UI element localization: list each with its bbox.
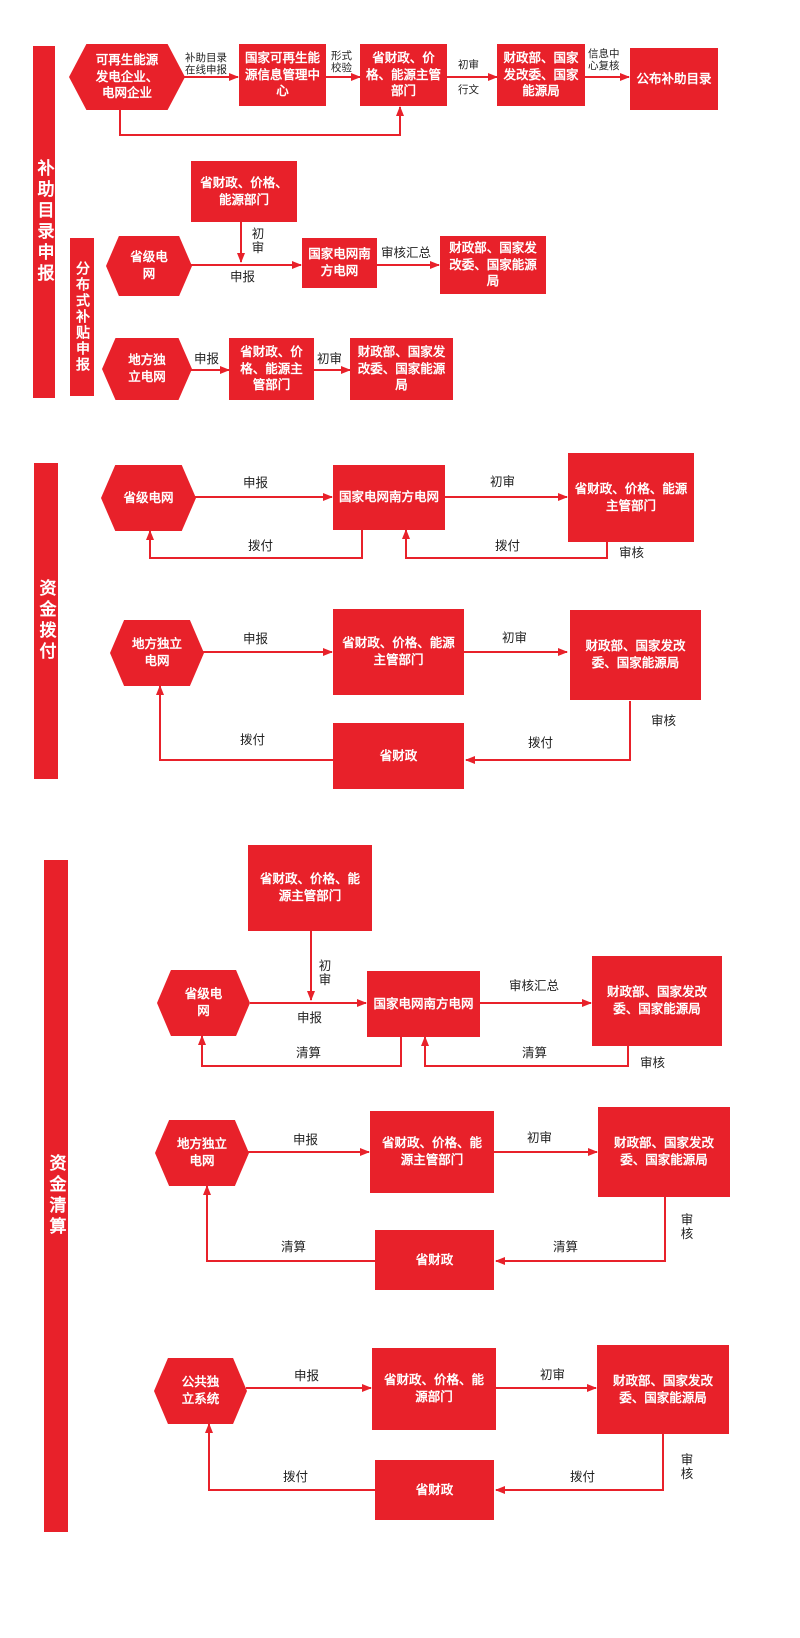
label-settle3-allocate-2: 拨付	[570, 1469, 596, 1484]
label-settle-settle-1: 清算	[296, 1045, 322, 1060]
node-settle-public-system: 公共独立系统	[154, 1358, 247, 1424]
label-prelim: 初审	[458, 59, 479, 71]
arrow-alloc-finance-to-local	[156, 685, 333, 761]
arrow-settle3-finance-to-system	[205, 1423, 375, 1491]
label-dist-local-declare: 申报	[194, 351, 220, 366]
label-dist-local-prelim: 初审	[317, 351, 343, 366]
section-title-funds-settlement: 资金清算	[45, 1154, 66, 1238]
section-bar-funds-settlement: 资金清算	[44, 860, 68, 1532]
label-settle3-review: 审核	[680, 1452, 694, 1482]
arrow-settle-back-to-prov	[198, 1035, 402, 1067]
label-settle-prelim: 初审	[318, 958, 332, 988]
label-settle2-settle-2: 清算	[553, 1239, 579, 1254]
arrow-alloc-back-to-prov	[146, 530, 363, 559]
node-dist-local-grid: 地方独立电网	[102, 338, 192, 400]
node-prov-dept-a: 省财政、价格、能源主管部门	[360, 44, 447, 106]
label-settle-declare: 申报	[297, 1010, 323, 1025]
arrow-settle-back-to-state	[421, 1036, 629, 1067]
label-settle3-allocate-1: 拨付	[283, 1469, 309, 1484]
arrow-enterprise-to-prov-dept	[119, 106, 404, 136]
label-settle3-prelim: 初审	[540, 1367, 566, 1382]
label-settle3-declare: 申报	[294, 1368, 320, 1383]
node-alloc-prov-dept: 省财政、价格、能源主管部门	[568, 453, 694, 542]
section-title-subsidy-catalog: 补助目录申报	[33, 159, 54, 285]
label-settle-review: 审核	[640, 1055, 666, 1070]
label-alloc-review: 审核	[619, 545, 645, 560]
label-form-check: 形式校验	[331, 50, 352, 75]
node-ministries-a: 财政部、国家发改委、国家能源局	[497, 44, 585, 106]
section-bar-distributed: 分布式补贴申报	[70, 238, 94, 396]
node-info-center: 国家可再生能源信息管理中心	[239, 44, 326, 106]
node-dist-local-prov-dept: 省财政、价格、能源主管部门	[229, 338, 314, 400]
label-settle-review-summary: 审核汇总	[509, 978, 560, 993]
label-online-declare: 补助目录在线申报	[185, 52, 227, 77]
node-settle-public-prov-dept: 省财政、价格、能源部门	[372, 1348, 496, 1430]
node-alloc-local-grid: 地方独立电网	[110, 620, 204, 686]
label-alloc-allocate-2: 拨付	[495, 538, 521, 553]
node-alloc-ministries: 财政部、国家发改委、国家能源局	[570, 610, 701, 700]
node-publish-catalog: 公布补助目录	[630, 48, 718, 110]
label-alloc-local-declare: 申报	[243, 631, 269, 646]
node-settle-ministries-2: 财政部、国家发改委、国家能源局	[598, 1107, 730, 1197]
label-wen: 行文	[458, 84, 479, 96]
label-settle2-review: 审核	[680, 1212, 694, 1242]
section-title-distributed: 分布式补贴申报	[74, 261, 90, 373]
node-settle-ministries-3: 财政部、国家发改委、国家能源局	[597, 1345, 729, 1434]
node-dist-ministries: 财政部、国家发改委、国家能源局	[440, 236, 546, 294]
label-alloc-local-allocate-2: 拨付	[528, 735, 554, 750]
label-alloc-allocate-1: 拨付	[248, 538, 274, 553]
node-settle-local-grid: 地方独立电网	[155, 1120, 249, 1186]
node-settle-ministries-1: 财政部、国家发改委、国家能源局	[592, 956, 722, 1046]
node-alloc-state-grid: 国家电网南方电网	[333, 465, 445, 530]
node-alloc-local-prov-dept: 省财政、价格、能源主管部门	[333, 609, 464, 695]
label-alloc-prelim: 初审	[490, 474, 516, 489]
node-settle-prov-grid: 省级电网	[157, 970, 250, 1036]
label-info-recheck: 信息中心复核	[588, 48, 620, 73]
section-title-funds-allocation: 资金拨付	[35, 579, 56, 663]
label-settle2-declare: 申报	[293, 1132, 319, 1147]
node-settle-prov-finance-3: 省财政	[375, 1460, 494, 1520]
label-alloc-declare: 申报	[243, 475, 269, 490]
label-alloc-local-prelim: 初审	[502, 630, 528, 645]
arrow-alloc-ministries-to-finance	[465, 701, 631, 764]
label-settle2-settle-1: 清算	[281, 1239, 307, 1254]
section-bar-funds-allocation: 资金拨付	[34, 463, 58, 779]
label-settle2-prelim: 初审	[527, 1130, 553, 1145]
node-renewable-enterprises: 可再生能源发电企业、电网企业	[69, 44, 185, 110]
arrow-settle3-ministries-to-finance	[495, 1434, 664, 1494]
node-dist-prov-grid: 省级电网	[106, 236, 192, 296]
node-settle-prov-finance-2: 省财政	[375, 1230, 494, 1290]
arrow-settle2-finance-to-local	[203, 1185, 375, 1262]
label-dist-review-summary: 审核汇总	[381, 245, 432, 260]
arrow-alloc-back-to-state	[402, 529, 608, 559]
node-dist-prov-dept: 省财政、价格、能源部门	[191, 161, 297, 222]
label-alloc-local-review: 审核	[651, 713, 677, 728]
label-dist-prelim: 初审	[251, 226, 265, 256]
label-settle-settle-2: 清算	[522, 1045, 548, 1060]
arrow-settle2-ministries-to-finance	[495, 1197, 666, 1265]
node-settle-local-prov-dept: 省财政、价格、能源主管部门	[370, 1111, 494, 1193]
node-dist-state-grid: 国家电网南方电网	[302, 238, 377, 288]
node-alloc-prov-finance: 省财政	[333, 723, 464, 789]
section-bar-subsidy-catalog: 补助目录申报	[33, 46, 55, 398]
node-dist-local-ministries: 财政部、国家发改委、国家能源局	[350, 338, 453, 400]
node-settle-state-grid: 国家电网南方电网	[367, 971, 480, 1037]
node-settle-top-prov-dept: 省财政、价格、能源主管部门	[248, 845, 372, 931]
label-dist-declare: 申报	[230, 269, 256, 284]
label-alloc-local-allocate-1: 拨付	[240, 732, 266, 747]
node-alloc-prov-grid: 省级电网	[101, 465, 196, 531]
